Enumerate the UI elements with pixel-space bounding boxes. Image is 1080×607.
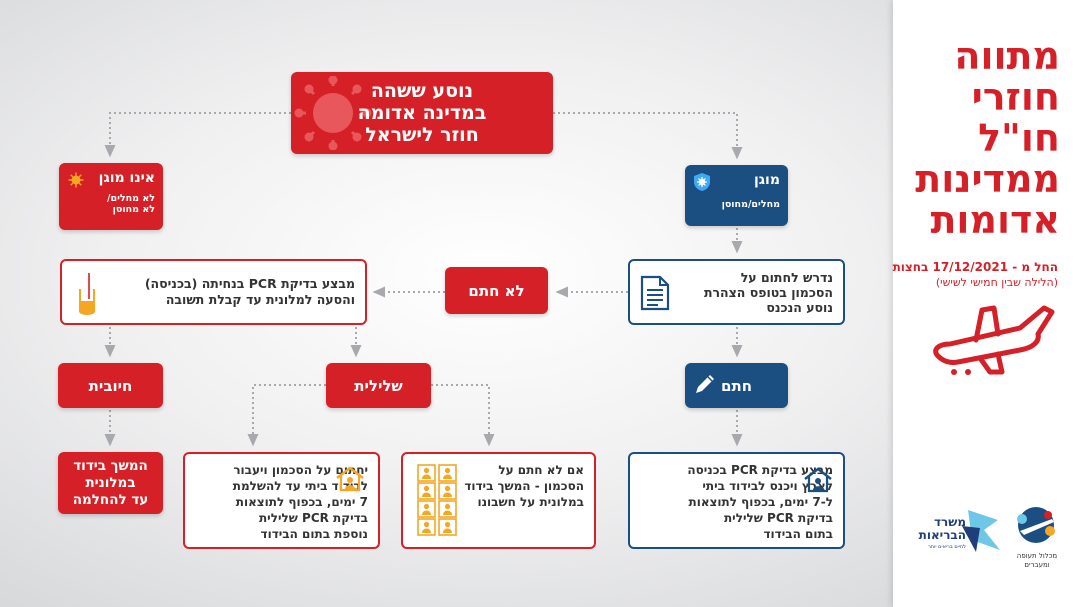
panel-title: מתווה חוזרי חו"ל ממדינות אדומות: [915, 34, 1060, 242]
people-grid-icon: [417, 464, 457, 536]
negative-result-box: שלילית: [326, 363, 431, 408]
unprotected-title: אינו מוגן: [98, 170, 155, 186]
pen-icon: [696, 375, 714, 393]
test-tube-icon: [79, 273, 95, 315]
aviation-logo-name: מכלול תעופה ומעברים: [1016, 552, 1058, 569]
virus-icon: [68, 172, 84, 188]
continue-hotel-isolation-box: המשך בידוד במלונית עד להחלמה: [58, 452, 163, 514]
unprotected-subtitle: לא מחלים/ לא מחוסן: [106, 193, 155, 215]
aviation-logo: [1017, 507, 1055, 543]
not-signed-text: לא חתם: [468, 281, 525, 300]
title-panel: [893, 0, 1080, 607]
signed-text: חתם: [721, 376, 752, 395]
declaration-form-box: נדרש לחתום על הסכמון בטופס הצהרת נוסע הנ…: [628, 259, 845, 325]
ministry-logo-tagline: לחיים בריאים יותר: [927, 544, 966, 550]
unprotected-box: אינו מוגן לא מחלים/ לא מחוסן: [59, 163, 163, 230]
effective-date-note: (הלילה שבין חמישי לשישי): [935, 276, 1058, 289]
connector-lines: [104, 112, 743, 447]
shield-icon: [694, 173, 710, 191]
house-icon: [336, 466, 364, 492]
effective-date: החל מ - 17/12/2021 בחצות: [892, 260, 1058, 274]
not-signed-hotel-text: אם לא חתם על הסכמון - המשך בידוד במלונית…: [464, 463, 584, 509]
declaration-form-text: נדרש לחתום על הסכמון בטופס הצהרת נוסע הנ…: [703, 269, 833, 315]
document-icon: [640, 275, 670, 311]
returning-traveler-box: נוסע ששהה במדינה אדומה חוזר לישראל: [291, 72, 553, 154]
signed-box: חתם: [685, 363, 788, 408]
pcr-landing-box: מבצע בדיקת PCR בנחיתה (בכניסה) והסעה למל…: [60, 259, 367, 325]
not-signed-box: לא חתם: [445, 267, 548, 314]
pcr-home-isolation-text: מבצע בדיקת PCR בכניסה לארץ ויכנס לבידוד …: [687, 463, 833, 541]
protected-box: מוגן מחלים/מחוסן: [685, 165, 788, 226]
negative-result-text: שלילית: [354, 376, 403, 395]
returning-traveler-text: נוסע ששהה במדינה אדומה חוזר לישראל: [357, 80, 487, 146]
house-icon: [804, 467, 832, 493]
airplane-icon: [933, 305, 1055, 375]
sign-home-isolation-box: יחתום על הסכמון ויעבור לבידוד ביתי עד לה…: [183, 452, 380, 549]
positive-result-text: חיובית: [88, 376, 133, 395]
ministry-logo: [962, 510, 1000, 552]
pcr-landing-text: מבצע בדיקת PCR בנחיתה (בכניסה) והסעה למל…: [144, 276, 355, 307]
pcr-home-isolation-box: מבצע בדיקת PCR בכניסה לארץ ויכנס לבידוד …: [628, 452, 845, 549]
ministry-logo-name: משרד הבריאות: [918, 515, 966, 542]
protected-subtitle: מחלים/מחוסן: [721, 199, 780, 210]
positive-result-box: חיובית: [58, 363, 163, 408]
virus-icon: [294, 76, 372, 150]
not-signed-hotel-box: אם לא חתם על הסכמון - המשך בידוד במלונית…: [401, 452, 596, 549]
protected-title: מוגן: [754, 172, 780, 188]
continue-hotel-isolation-text: המשך בידוד במלונית עד להחלמה: [72, 457, 149, 508]
